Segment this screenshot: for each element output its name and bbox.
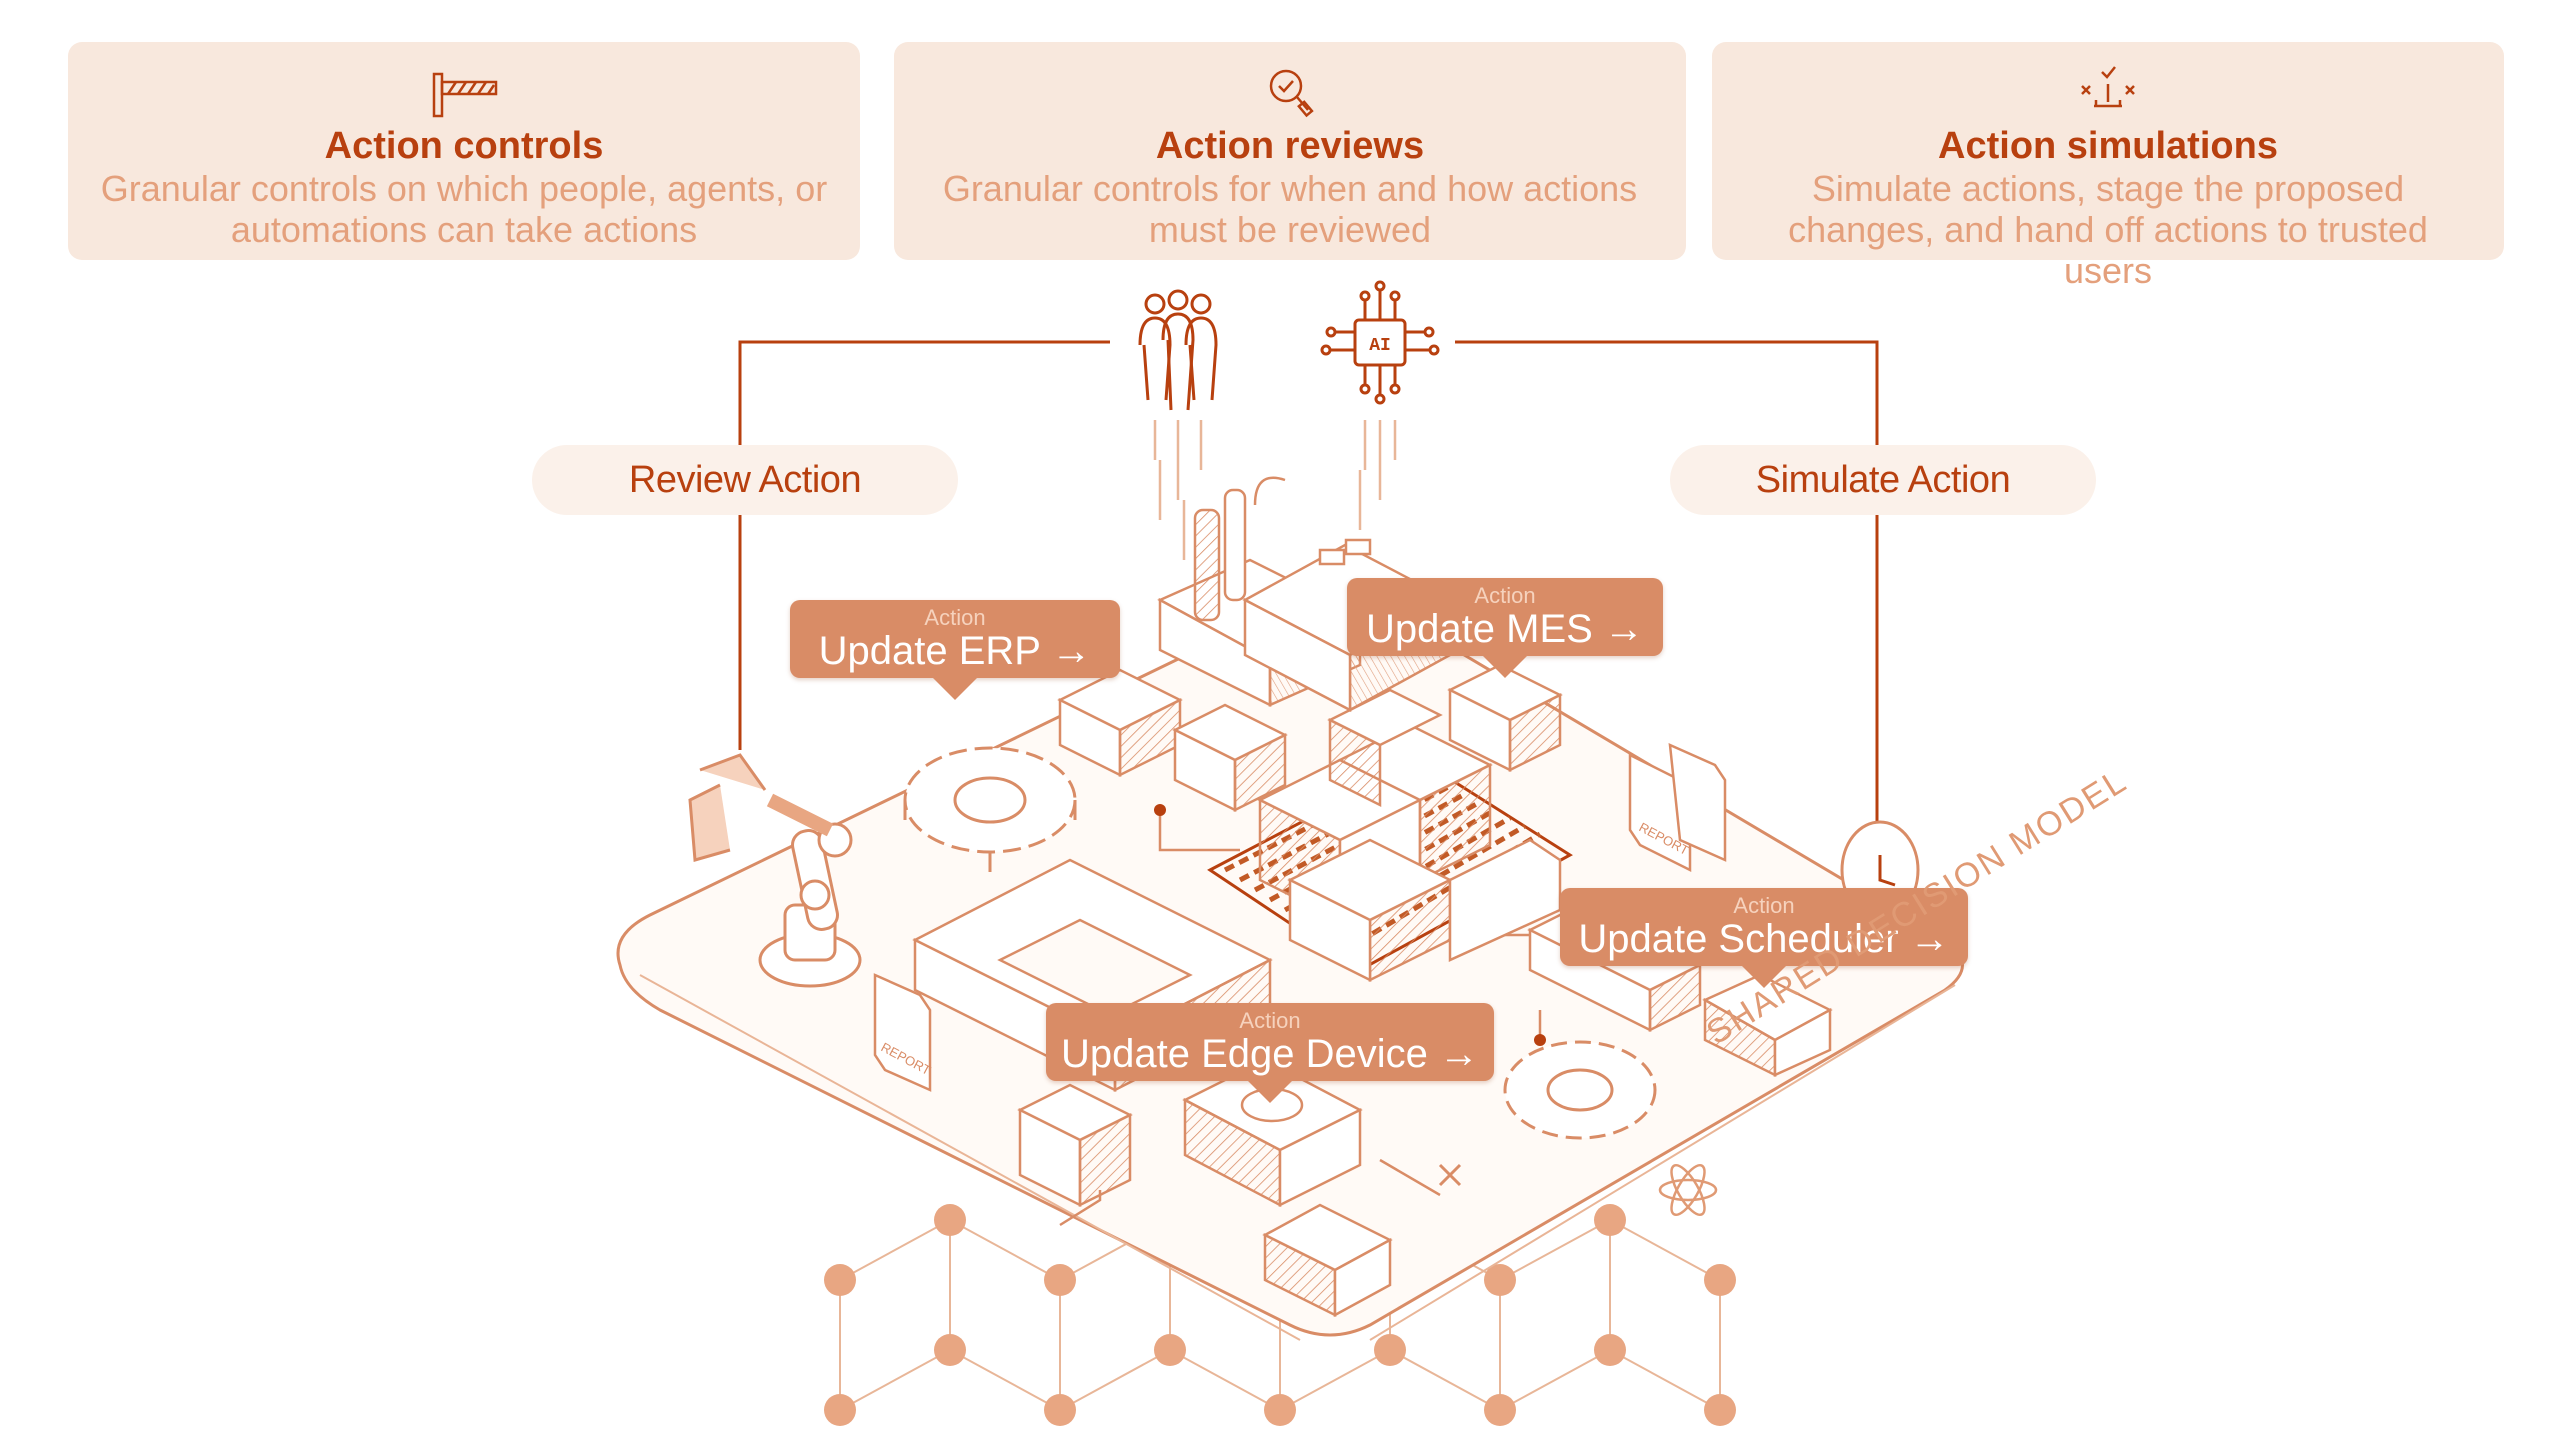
ai-chip-icon xyxy=(1320,280,1440,405)
simulate-action-pill[interactable]: Simulate Action xyxy=(1670,445,2096,515)
flow-connector-lines xyxy=(738,340,1879,830)
action-caption: Action xyxy=(1239,1008,1301,1033)
magnifier-check-icon xyxy=(1269,69,1314,118)
x-mark xyxy=(1438,1163,1462,1187)
action-label: Update MES → xyxy=(1366,607,1644,651)
action-update-scheduler-button[interactable]: Action Update Scheduler → xyxy=(1560,888,1968,988)
signal-lines-people xyxy=(1153,420,1203,560)
card-title: Action simulations xyxy=(1938,125,2278,167)
action-update-mes-button[interactable]: Action Update MES → xyxy=(1347,578,1663,678)
action-label: Update ERP → xyxy=(818,629,1092,673)
cube-group-erp xyxy=(1057,668,1288,813)
action-label: Update Scheduler → xyxy=(1578,917,1950,961)
people-group-icon xyxy=(1138,289,1218,411)
action-label: Update Edge Device → xyxy=(1060,1032,1479,1076)
card-title: Action reviews xyxy=(1155,125,1425,167)
action-caption: Action xyxy=(1733,893,1795,918)
review-action-pill[interactable]: Review Action xyxy=(532,445,958,515)
hex-lattice xyxy=(824,1204,1736,1426)
gear-icon xyxy=(903,746,1077,872)
card-action-reviews: Action reviews Granular controls for whe… xyxy=(894,42,1686,260)
action-caption: Action xyxy=(924,605,986,630)
cube-bottom-small xyxy=(1262,1203,1393,1318)
gate-barrier-icon xyxy=(432,72,498,118)
shared-decision-model-logo xyxy=(1658,1163,1718,1217)
action-update-erp-button[interactable]: Action Update ERP → xyxy=(790,600,1120,700)
action-caption: Action xyxy=(1474,583,1536,608)
check-options-icon xyxy=(2081,66,2135,108)
cube-bottom-left xyxy=(1017,1083,1133,1208)
card-title: Action controls xyxy=(324,125,604,167)
cube-mes xyxy=(1447,663,1563,773)
card-action-controls: Action controls Granular controls on whi… xyxy=(68,42,860,260)
report-document-icon xyxy=(873,742,1727,1092)
gear-icon xyxy=(1503,1040,1657,1140)
robot-arm-icon xyxy=(688,753,862,988)
card-description: Simulate actions, stage the proposed cha… xyxy=(1788,168,2428,291)
card-action-simulations: Action simulations Simulate actions, sta… xyxy=(1712,42,2504,291)
ai-chip-label: AI xyxy=(1369,336,1391,356)
signal-lines-ai xyxy=(1358,420,1397,530)
card-description: Granular controls on which people, agent… xyxy=(100,168,828,250)
card-description: Granular controls for when and how actio… xyxy=(942,168,1638,250)
action-update-edge-device-button[interactable]: Action Update Edge Device → xyxy=(1046,1003,1494,1103)
